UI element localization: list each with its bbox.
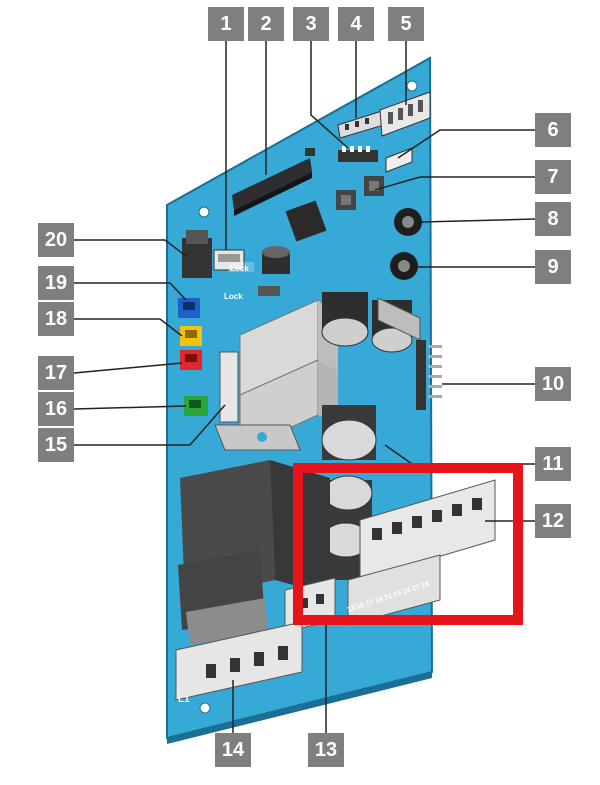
component-9-trimmer	[390, 252, 418, 280]
component-14-mains-terminal	[175, 621, 303, 701]
callout-6: 6	[535, 113, 571, 147]
leader-7	[374, 176, 535, 191]
component-8-trimmer	[394, 208, 422, 236]
callout-4: 4	[338, 7, 374, 41]
component-19-blue-connector	[178, 298, 200, 318]
callout-14: 14	[215, 733, 251, 767]
smd-header	[258, 286, 280, 296]
leader-17	[73, 362, 183, 374]
mounting-hole	[199, 702, 211, 714]
callout-12: 12	[535, 504, 571, 538]
callout-3: 3	[293, 7, 329, 41]
leader-8	[421, 218, 536, 223]
callout-2: 2	[248, 7, 284, 41]
lock-label-bg	[228, 262, 254, 272]
callout-20: 20	[38, 223, 74, 257]
callout-11: 11	[535, 447, 571, 481]
smd-component	[305, 148, 315, 156]
callout-13: 13	[308, 733, 344, 767]
component-12-terminal-block	[347, 479, 496, 626]
leader-3	[310, 41, 349, 149]
callout-5: 5	[388, 7, 424, 41]
component-3-dip-switch	[338, 146, 378, 162]
component-2-ic	[232, 158, 312, 216]
callout-16: 16	[38, 392, 74, 426]
callout-9: 9	[535, 250, 571, 284]
lock-label-bottom: Lock	[224, 292, 243, 301]
component-18-yellow-connector	[180, 326, 202, 346]
component-5-dip-switch	[379, 91, 431, 137]
mounting-hole	[406, 80, 418, 92]
lock-label-top: Lock	[230, 264, 249, 273]
callout-7: 7	[535, 160, 571, 194]
mounting-hole	[198, 206, 210, 218]
capacitor-small	[262, 246, 290, 274]
callout-18: 18	[38, 302, 74, 336]
leader-20	[74, 239, 187, 257]
component-10-pin-header	[416, 340, 442, 410]
component-17-red-connector	[180, 350, 202, 370]
callout-10: 10	[535, 367, 571, 401]
component-6-connector	[385, 147, 413, 173]
component-20-connector	[182, 230, 212, 278]
capacitors-upper	[321, 292, 421, 353]
leader-6	[397, 129, 535, 159]
leader-16	[73, 405, 187, 410]
callout-1: 1	[208, 7, 244, 41]
callout-15: 15	[38, 428, 74, 462]
component-15-relays	[214, 299, 338, 451]
leader-15	[74, 404, 226, 446]
callout-17: 17	[38, 356, 74, 390]
microcontroller	[285, 200, 327, 242]
component-7-push-buttons	[336, 176, 384, 210]
l1-label: L1	[178, 694, 190, 705]
component-16-green-connector	[184, 396, 208, 416]
component-1-connector	[213, 249, 245, 271]
leader-lines	[73, 41, 536, 733]
callout-8: 8	[535, 202, 571, 236]
leader-19	[74, 282, 187, 301]
leader-18	[74, 318, 183, 337]
highlight-box-component-12	[293, 463, 523, 625]
callout-19: 19	[38, 266, 74, 300]
